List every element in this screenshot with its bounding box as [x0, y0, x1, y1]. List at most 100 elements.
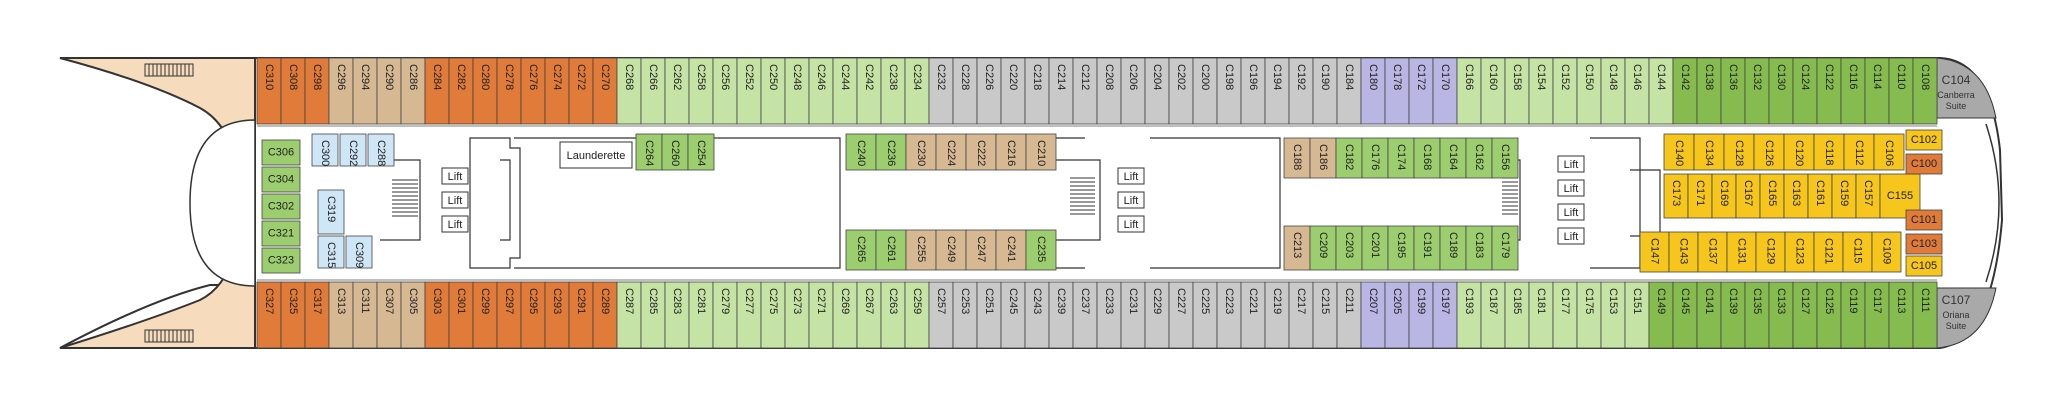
cabin-c242[interactable]: C242	[856, 57, 882, 125]
cabin-c153[interactable]: C153	[1600, 281, 1626, 349]
cabin-c189[interactable]: C189	[1439, 225, 1467, 271]
cabin-c183[interactable]: C183	[1465, 225, 1493, 271]
cabin-c184[interactable]: C184	[1336, 57, 1362, 125]
cabin-c117[interactable]: C117	[1864, 281, 1890, 349]
cabin-c259[interactable]: C259	[904, 281, 930, 349]
cabin-c235[interactable]: C235	[1025, 229, 1057, 271]
cabin-c224[interactable]: C224	[935, 133, 967, 171]
cabin-c309[interactable]: C309	[345, 235, 373, 269]
cabin-c187[interactable]: C187	[1480, 281, 1506, 349]
cabin-c287[interactable]: C287	[616, 281, 642, 349]
cabin-c270[interactable]: C270	[592, 57, 618, 125]
cabin-c238[interactable]: C238	[880, 57, 906, 125]
cabin-c230[interactable]: C230	[905, 133, 937, 171]
cabin-c283[interactable]: C283	[664, 281, 690, 349]
cabin-c186[interactable]: C186	[1309, 137, 1337, 179]
cabin-c315[interactable]: C315	[317, 235, 345, 269]
cabin-c202[interactable]: C202	[1168, 57, 1194, 125]
cabin-c171[interactable]: C171	[1687, 173, 1713, 219]
cabin-c134[interactable]: C134	[1693, 133, 1725, 171]
cabin-c179[interactable]: C179	[1491, 225, 1519, 271]
cabin-c154[interactable]: C154	[1528, 57, 1554, 125]
cabin-c128[interactable]: C128	[1723, 133, 1755, 171]
cabin-c125[interactable]: C125	[1816, 281, 1842, 349]
cabin-c249[interactable]: C249	[935, 229, 967, 271]
cabin-c295[interactable]: C295	[520, 281, 546, 349]
cabin-c166[interactable]: C166	[1456, 57, 1482, 125]
cabin-c291[interactable]: C291	[568, 281, 594, 349]
cabin-c205[interactable]: C205	[1384, 281, 1410, 349]
cabin-c302[interactable]: C302	[261, 193, 301, 220]
cabin-c172[interactable]: C172	[1408, 57, 1434, 125]
cabin-c289[interactable]: C289	[592, 281, 618, 349]
cabin-c211[interactable]: C211	[1336, 281, 1362, 349]
cabin-c208[interactable]: C208	[1096, 57, 1122, 125]
cabin-c141[interactable]: C141	[1696, 281, 1722, 349]
cabin-c207[interactable]: C207	[1360, 281, 1386, 349]
cabin-c317[interactable]: C317	[304, 281, 330, 349]
cabin-c185[interactable]: C185	[1504, 281, 1530, 349]
cabin-c303[interactable]: C303	[424, 281, 450, 349]
cabin-c286[interactable]: C286	[400, 57, 426, 125]
cabin-c176[interactable]: C176	[1361, 137, 1389, 179]
cabin-c247[interactable]: C247	[965, 229, 997, 271]
cabin-c127[interactable]: C127	[1792, 281, 1818, 349]
cabin-c209[interactable]: C209	[1309, 225, 1337, 271]
cabin-c168[interactable]: C168	[1413, 137, 1441, 179]
cabin-c236[interactable]: C236	[875, 133, 907, 171]
cabin-c281[interactable]: C281	[688, 281, 714, 349]
cabin-c130[interactable]: C130	[1768, 57, 1794, 125]
cabin-c264[interactable]: C264	[635, 133, 663, 171]
cabin-c277[interactable]: C277	[736, 281, 762, 349]
cabin-c262[interactable]: C262	[664, 57, 690, 125]
cabin-c307[interactable]: C307	[376, 281, 402, 349]
cabin-c174[interactable]: C174	[1387, 137, 1415, 179]
cabin-c261[interactable]: C261	[875, 229, 907, 271]
cabin-c268[interactable]: C268	[616, 57, 642, 125]
cabin-c201[interactable]: C201	[1361, 225, 1389, 271]
cabin-c216[interactable]: C216	[995, 133, 1027, 171]
cabin-c193[interactable]: C193	[1456, 281, 1482, 349]
cabin-c279[interactable]: C279	[712, 281, 738, 349]
cabin-c149[interactable]: C149	[1648, 281, 1674, 349]
cabin-c293[interactable]: C293	[544, 281, 570, 349]
cabin-c241[interactable]: C241	[995, 229, 1027, 271]
cabin-c228[interactable]: C228	[952, 57, 978, 125]
cabin-c234[interactable]: C234	[904, 57, 930, 125]
cabin-c297[interactable]: C297	[496, 281, 522, 349]
cabin-c306[interactable]: C306	[261, 139, 301, 166]
cabin-c321[interactable]: C321	[261, 220, 301, 247]
cabin-c272[interactable]: C272	[568, 57, 594, 125]
cabin-c147[interactable]: C147	[1639, 231, 1670, 273]
cabin-c237[interactable]: C237	[1072, 281, 1098, 349]
cabin-c233[interactable]: C233	[1096, 281, 1122, 349]
cabin-c276[interactable]: C276	[520, 57, 546, 125]
cabin-c265[interactable]: C265	[845, 229, 877, 271]
cabin-c162[interactable]: C162	[1465, 137, 1493, 179]
cabin-c196[interactable]: C196	[1240, 57, 1266, 125]
cabin-c160[interactable]: C160	[1480, 57, 1506, 125]
cabin-c215[interactable]: C215	[1312, 281, 1338, 349]
cabin-c299[interactable]: C299	[472, 281, 498, 349]
cabin-c325[interactable]: C325	[280, 281, 306, 349]
cabin-c204[interactable]: C204	[1144, 57, 1170, 125]
suite-bottom[interactable]: C107 Oriana Suite	[1936, 287, 1997, 349]
cabin-c194[interactable]: C194	[1264, 57, 1290, 125]
cabin-c256[interactable]: C256	[712, 57, 738, 125]
cabin-c110[interactable]: C110	[1888, 57, 1914, 125]
cabin-c190[interactable]: C190	[1312, 57, 1338, 125]
cabin-c137[interactable]: C137	[1697, 231, 1728, 273]
cabin-c198[interactable]: C198	[1216, 57, 1242, 125]
cabin-c254[interactable]: C254	[687, 133, 715, 171]
cabin-c274[interactable]: C274	[544, 57, 570, 125]
cabin-c305[interactable]: C305	[400, 281, 426, 349]
cabin-c319[interactable]: C319	[317, 189, 345, 235]
cabin-c222[interactable]: C222	[965, 133, 997, 171]
cabin-c121[interactable]: C121	[1813, 231, 1844, 273]
cabin-c278[interactable]: C278	[496, 57, 522, 125]
cabin-c101[interactable]: C101	[1905, 209, 1943, 231]
cabin-c143[interactable]: C143	[1668, 231, 1699, 273]
cabin-c151[interactable]: C151	[1624, 281, 1650, 349]
cabin-c206[interactable]: C206	[1120, 57, 1146, 125]
cabin-c140[interactable]: C140	[1663, 133, 1695, 171]
